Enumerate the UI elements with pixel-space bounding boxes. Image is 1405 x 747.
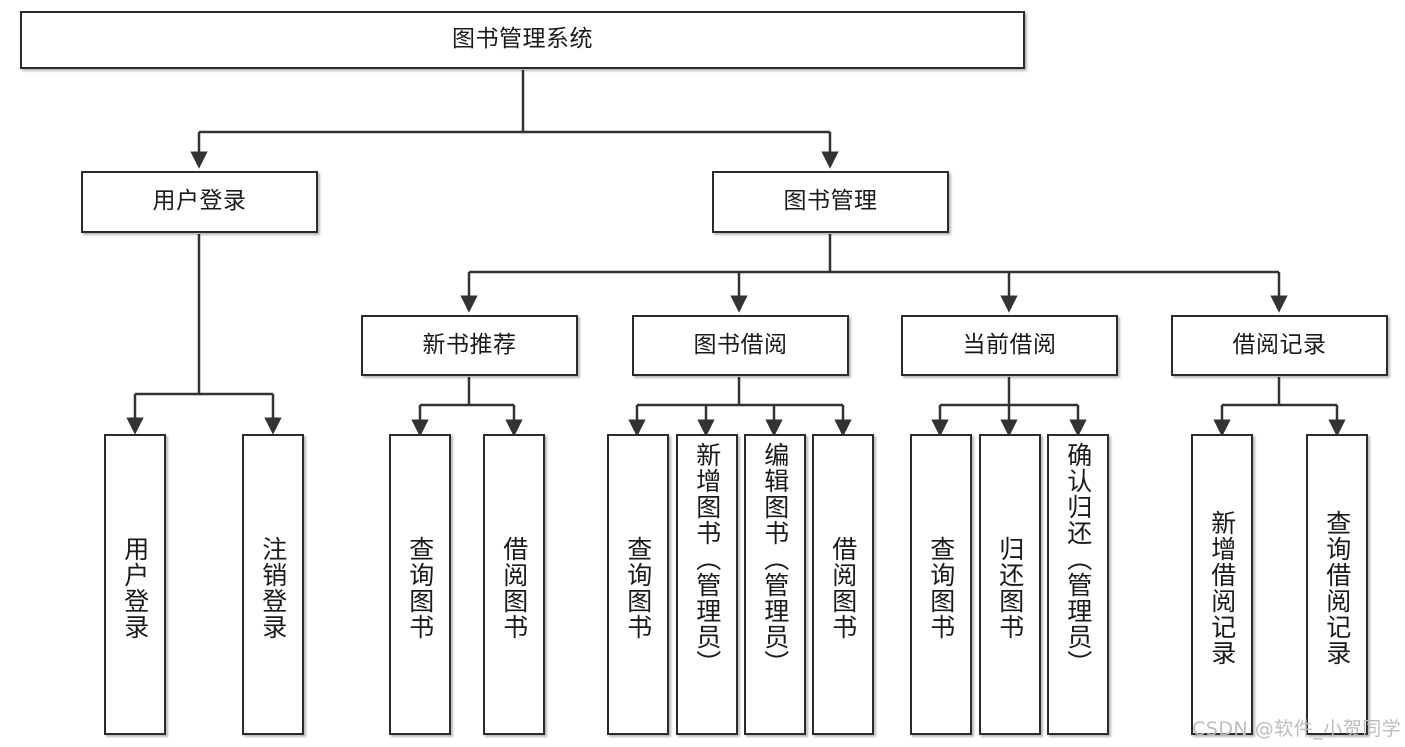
node-leaf-return-book[interactable]: 归还图书 [979, 434, 1041, 735]
node-leaf-add-record-label: 新增借阅记录 [1207, 509, 1237, 666]
node-leaf-user-login-label: 用户登录 [120, 535, 150, 640]
node-leaf-user-login[interactable]: 用户登录 [104, 434, 166, 735]
node-book-borrow[interactable]: 图书借阅 [632, 315, 849, 376]
node-root-label: 图书管理系统 [452, 26, 593, 53]
node-leaf-query-book-1-label: 查询图书 [405, 535, 435, 640]
node-leaf-edit-book[interactable]: 编辑图书（管理员） [744, 434, 806, 735]
node-leaf-borrow-book-1[interactable]: 借阅图书 [483, 434, 545, 735]
node-leaf-add-record[interactable]: 新增借阅记录 [1191, 434, 1253, 735]
node-leaf-confirm-return-label: 确认归还（管理员） [1063, 442, 1093, 676]
node-leaf-edit-book-label: 编辑图书（管理员） [760, 442, 790, 676]
csdn-watermark: CSDN @软件_小贺同学 [1192, 718, 1402, 740]
node-leaf-return-book-label: 归还图书 [995, 535, 1025, 640]
node-book-management[interactable]: 图书管理 [712, 171, 949, 233]
node-borrow-record[interactable]: 借阅记录 [1171, 315, 1388, 376]
node-current-borrow-label: 当前借阅 [962, 331, 1057, 358]
node-leaf-borrow-book-2-label: 借阅图书 [828, 535, 858, 640]
node-leaf-query-book-2-label: 查询图书 [623, 535, 653, 640]
node-leaf-add-book[interactable]: 新增图书（管理员） [676, 434, 738, 735]
node-root[interactable]: 图书管理系统 [20, 11, 1025, 69]
node-leaf-query-book-2[interactable]: 查询图书 [607, 434, 669, 735]
node-borrow-record-label: 借阅记录 [1232, 331, 1327, 358]
node-leaf-query-record-label: 查询借阅记录 [1322, 509, 1352, 666]
node-leaf-query-book-3[interactable]: 查询图书 [910, 434, 972, 735]
node-new-book-recommend[interactable]: 新书推荐 [361, 315, 578, 376]
node-new-book-recommend-label: 新书推荐 [422, 331, 517, 358]
node-book-management-label: 图书管理 [783, 188, 878, 215]
node-leaf-query-book-1[interactable]: 查询图书 [389, 434, 451, 735]
node-leaf-logout-label: 注销登录 [258, 535, 288, 640]
node-leaf-confirm-return[interactable]: 确认归还（管理员） [1047, 434, 1109, 735]
node-user-login-label: 用户登录 [152, 188, 247, 215]
node-leaf-logout[interactable]: 注销登录 [242, 434, 304, 735]
node-leaf-query-book-3-label: 查询图书 [926, 535, 956, 640]
node-user-login[interactable]: 用户登录 [81, 171, 318, 233]
node-leaf-borrow-book-2[interactable]: 借阅图书 [812, 434, 874, 735]
node-book-borrow-label: 图书借阅 [693, 331, 788, 358]
node-leaf-query-record[interactable]: 查询借阅记录 [1306, 434, 1368, 735]
node-leaf-borrow-book-1-label: 借阅图书 [499, 535, 529, 640]
node-current-borrow[interactable]: 当前借阅 [901, 315, 1118, 376]
node-leaf-add-book-label: 新增图书（管理员） [692, 442, 722, 676]
